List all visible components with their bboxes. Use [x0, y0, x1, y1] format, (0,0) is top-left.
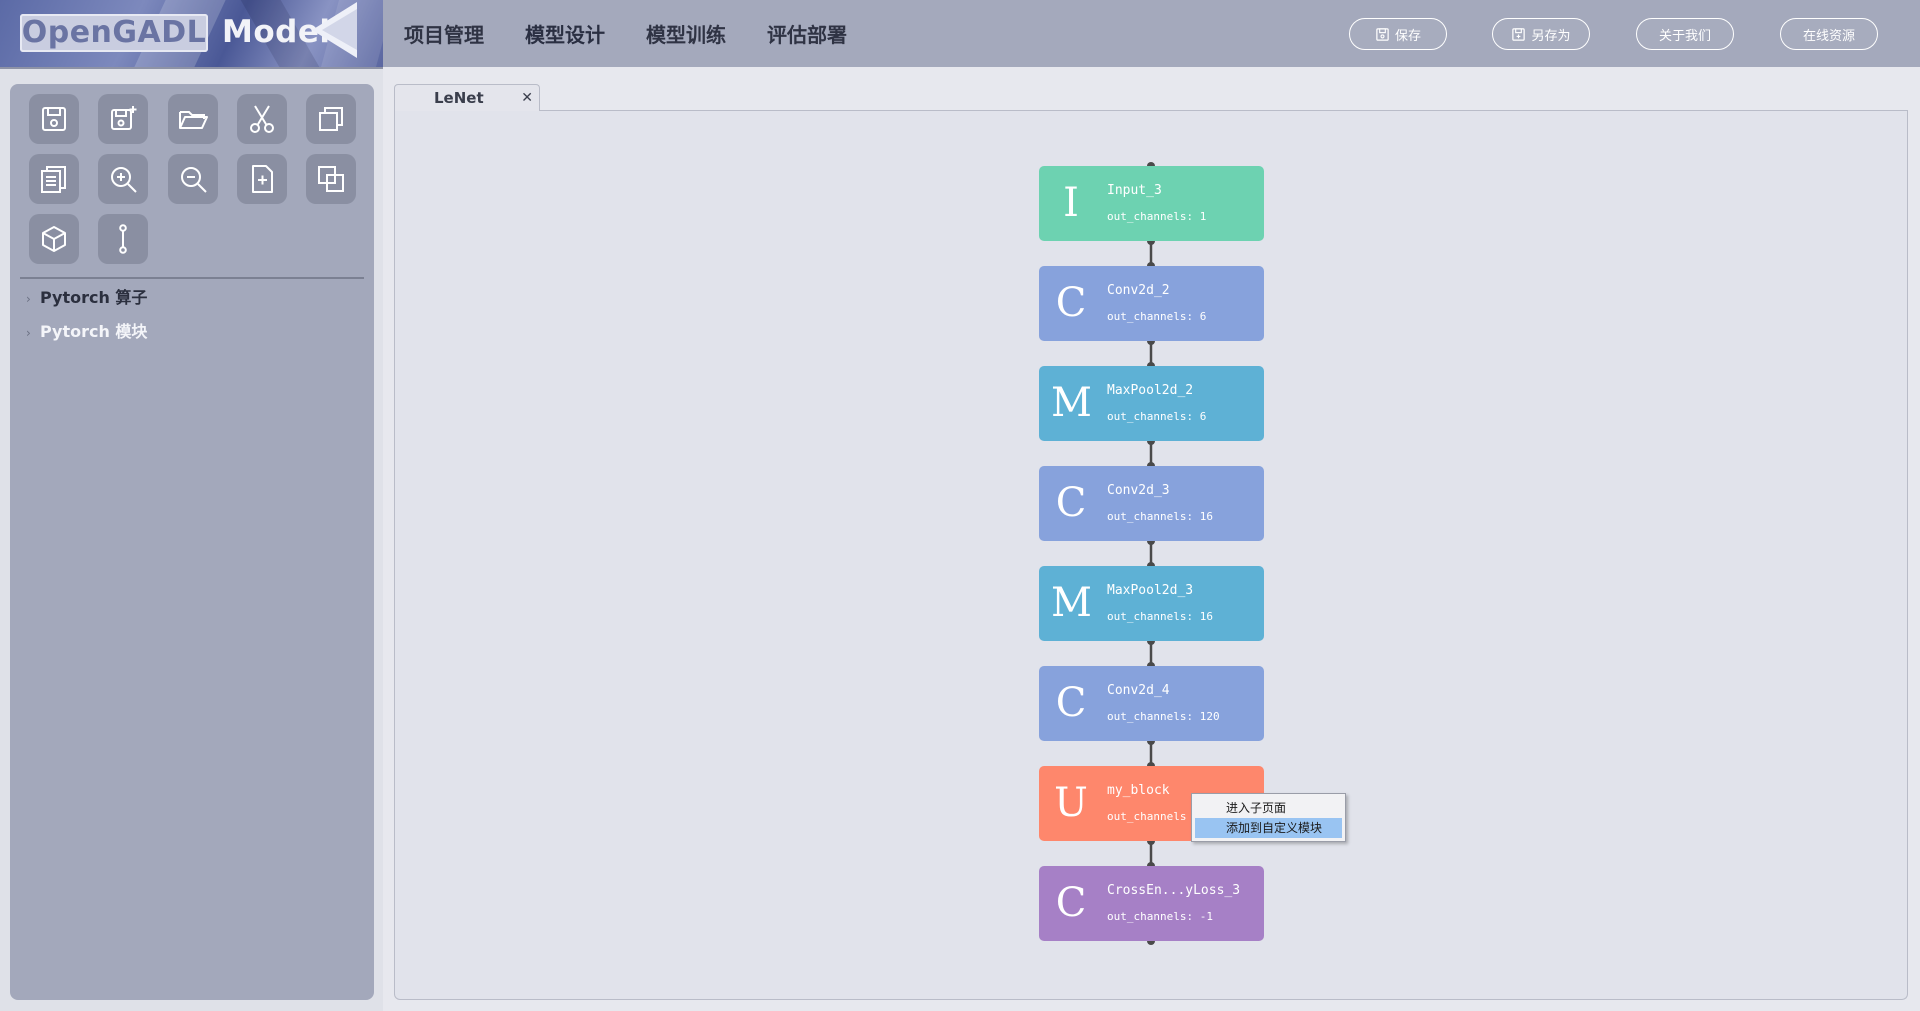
nav-project-management[interactable]: 项目管理	[404, 23, 484, 47]
logo-badge: OpenGADL	[20, 14, 208, 52]
logo-flag-graphic	[312, 2, 357, 58]
context-menu-add-to-custom-module[interactable]: 添加到自定义模块	[1195, 818, 1342, 838]
node-type-letter: C	[1055, 480, 1087, 526]
tab-title: LeNet	[434, 89, 484, 107]
node-type-letter: M	[1051, 580, 1092, 626]
save-icon	[42, 107, 66, 131]
save-as-button-label: 另存为	[1531, 28, 1571, 44]
tab-lenet[interactable]: LeNet ✕	[394, 84, 540, 111]
tree-item-label: Pytorch 算子	[40, 288, 148, 307]
save-button[interactable]: 保存	[1349, 18, 1447, 50]
node-out-channels: out_channels	[1107, 810, 1187, 823]
node-name: MaxPool2d_3	[1107, 583, 1194, 598]
cube-icon	[42, 226, 66, 252]
node-name: CrossEn...yLoss_3	[1107, 883, 1241, 898]
tree-item-label: Pytorch 模块	[40, 322, 148, 341]
node-out-channels: out_channels: 6	[1107, 310, 1207, 323]
chevron-right-icon: ›	[26, 326, 31, 340]
header-bar: OpenGADL Model 项目管理 模型设计 模型训练 评估部署 保存 另存…	[0, 0, 1920, 69]
tool-duplicate[interactable]	[306, 154, 356, 204]
node-name: Conv2d_2	[1107, 283, 1170, 298]
node-out-channels: out_channels: 6	[1107, 410, 1207, 423]
graph-node[interactable]: C CrossEn...yLoss_3 out_channels: -1	[1039, 866, 1264, 941]
document-icon	[41, 166, 66, 193]
online-resources-button[interactable]: 在线资源	[1780, 18, 1878, 50]
node-type-letter: C	[1055, 280, 1087, 326]
node-name: Conv2d_3	[1107, 483, 1170, 498]
tool-paste[interactable]	[29, 154, 79, 204]
tool-save[interactable]	[29, 94, 79, 144]
tool-zoom-in[interactable]	[98, 154, 148, 204]
chevron-right-icon: ›	[26, 292, 31, 306]
graph-node[interactable]: M MaxPool2d_2 out_channels: 6	[1039, 366, 1264, 441]
node-type-letter: M	[1051, 380, 1092, 426]
node-type-letter: U	[1054, 780, 1088, 826]
zoom-in-icon	[111, 167, 137, 193]
about-us-button-label: 关于我们	[1658, 28, 1711, 44]
tool-open[interactable]	[168, 94, 218, 144]
save-as-icon	[111, 106, 137, 130]
node-type-letter: C	[1055, 880, 1087, 926]
context-menu: 进入子页面 添加到自定义模块	[1191, 793, 1346, 842]
graph-node[interactable]: C Conv2d_4 out_channels: 120	[1039, 666, 1264, 741]
main-nav: 项目管理 模型设计 模型训练 评估部署	[404, 0, 888, 67]
node-out-channels: out_channels: 16	[1107, 610, 1213, 623]
context-menu-enter-subpage[interactable]: 进入子页面	[1226, 801, 1287, 815]
node-out-channels: out_channels: -1	[1107, 910, 1213, 923]
tool-module[interactable]	[29, 214, 79, 264]
graph-node[interactable]: C Conv2d_2 out_channels: 6	[1039, 266, 1264, 341]
left-sidebar: › Pytorch 算子 › Pytorch 模块	[10, 84, 374, 1000]
save-icon	[1376, 27, 1389, 41]
sidebar-divider	[20, 277, 364, 279]
tool-copy[interactable]	[306, 94, 356, 144]
node-type-letter: C	[1055, 680, 1087, 726]
app-logo: OpenGADL Model	[0, 0, 383, 67]
node-out-channels: out_channels: 120	[1107, 710, 1220, 723]
about-us-button[interactable]: 关于我们	[1636, 18, 1734, 50]
copy-icon	[319, 107, 343, 131]
cut-icon	[250, 105, 274, 133]
open-folder-icon	[179, 111, 208, 129]
nav-model-training[interactable]: 模型训练	[646, 23, 726, 47]
zoom-out-icon	[181, 167, 207, 193]
tab-bar	[394, 110, 1908, 111]
close-icon[interactable]: ✕	[521, 90, 533, 106]
node-name: MaxPool2d_2	[1107, 383, 1194, 398]
tool-zoom-out[interactable]	[168, 154, 218, 204]
logo-primary-text: OpenGADL	[21, 15, 207, 50]
node-out-channels: out_channels: 1	[1107, 210, 1207, 223]
duplicate-icon	[318, 166, 344, 192]
graph-node[interactable]: M MaxPool2d_3 out_channels: 16	[1039, 566, 1264, 641]
nav-evaluation-deployment[interactable]: 评估部署	[767, 23, 847, 47]
node-name: Conv2d_4	[1107, 683, 1170, 698]
tool-new-page[interactable]	[237, 154, 287, 204]
save-as-icon	[1512, 27, 1526, 41]
node-out-channels: out_channels: 16	[1107, 510, 1213, 523]
graph-node[interactable]: I Input_3 out_channels: 1	[1039, 166, 1264, 241]
tool-save-as[interactable]	[98, 94, 148, 144]
tool-cut[interactable]	[237, 94, 287, 144]
connector-icon	[119, 224, 127, 254]
nav-model-design[interactable]: 模型设计	[525, 23, 605, 47]
tool-connector[interactable]	[98, 214, 148, 264]
logo-secondary-text: Model	[222, 14, 331, 50]
node-name: Input_3	[1107, 183, 1162, 198]
node-name: my_block	[1107, 783, 1170, 798]
save-as-button[interactable]: 另存为	[1492, 18, 1590, 50]
graph-node[interactable]: C Conv2d_3 out_channels: 16	[1039, 466, 1264, 541]
save-button-label: 保存	[1394, 28, 1421, 44]
tree-item-pytorch-operators[interactable]: › Pytorch 算子	[26, 286, 147, 310]
new-page-icon	[252, 165, 273, 193]
online-resources-button-label: 在线资源	[1802, 28, 1855, 44]
tree-item-pytorch-modules[interactable]: › Pytorch 模块	[26, 320, 147, 344]
node-type-letter: I	[1063, 180, 1079, 226]
